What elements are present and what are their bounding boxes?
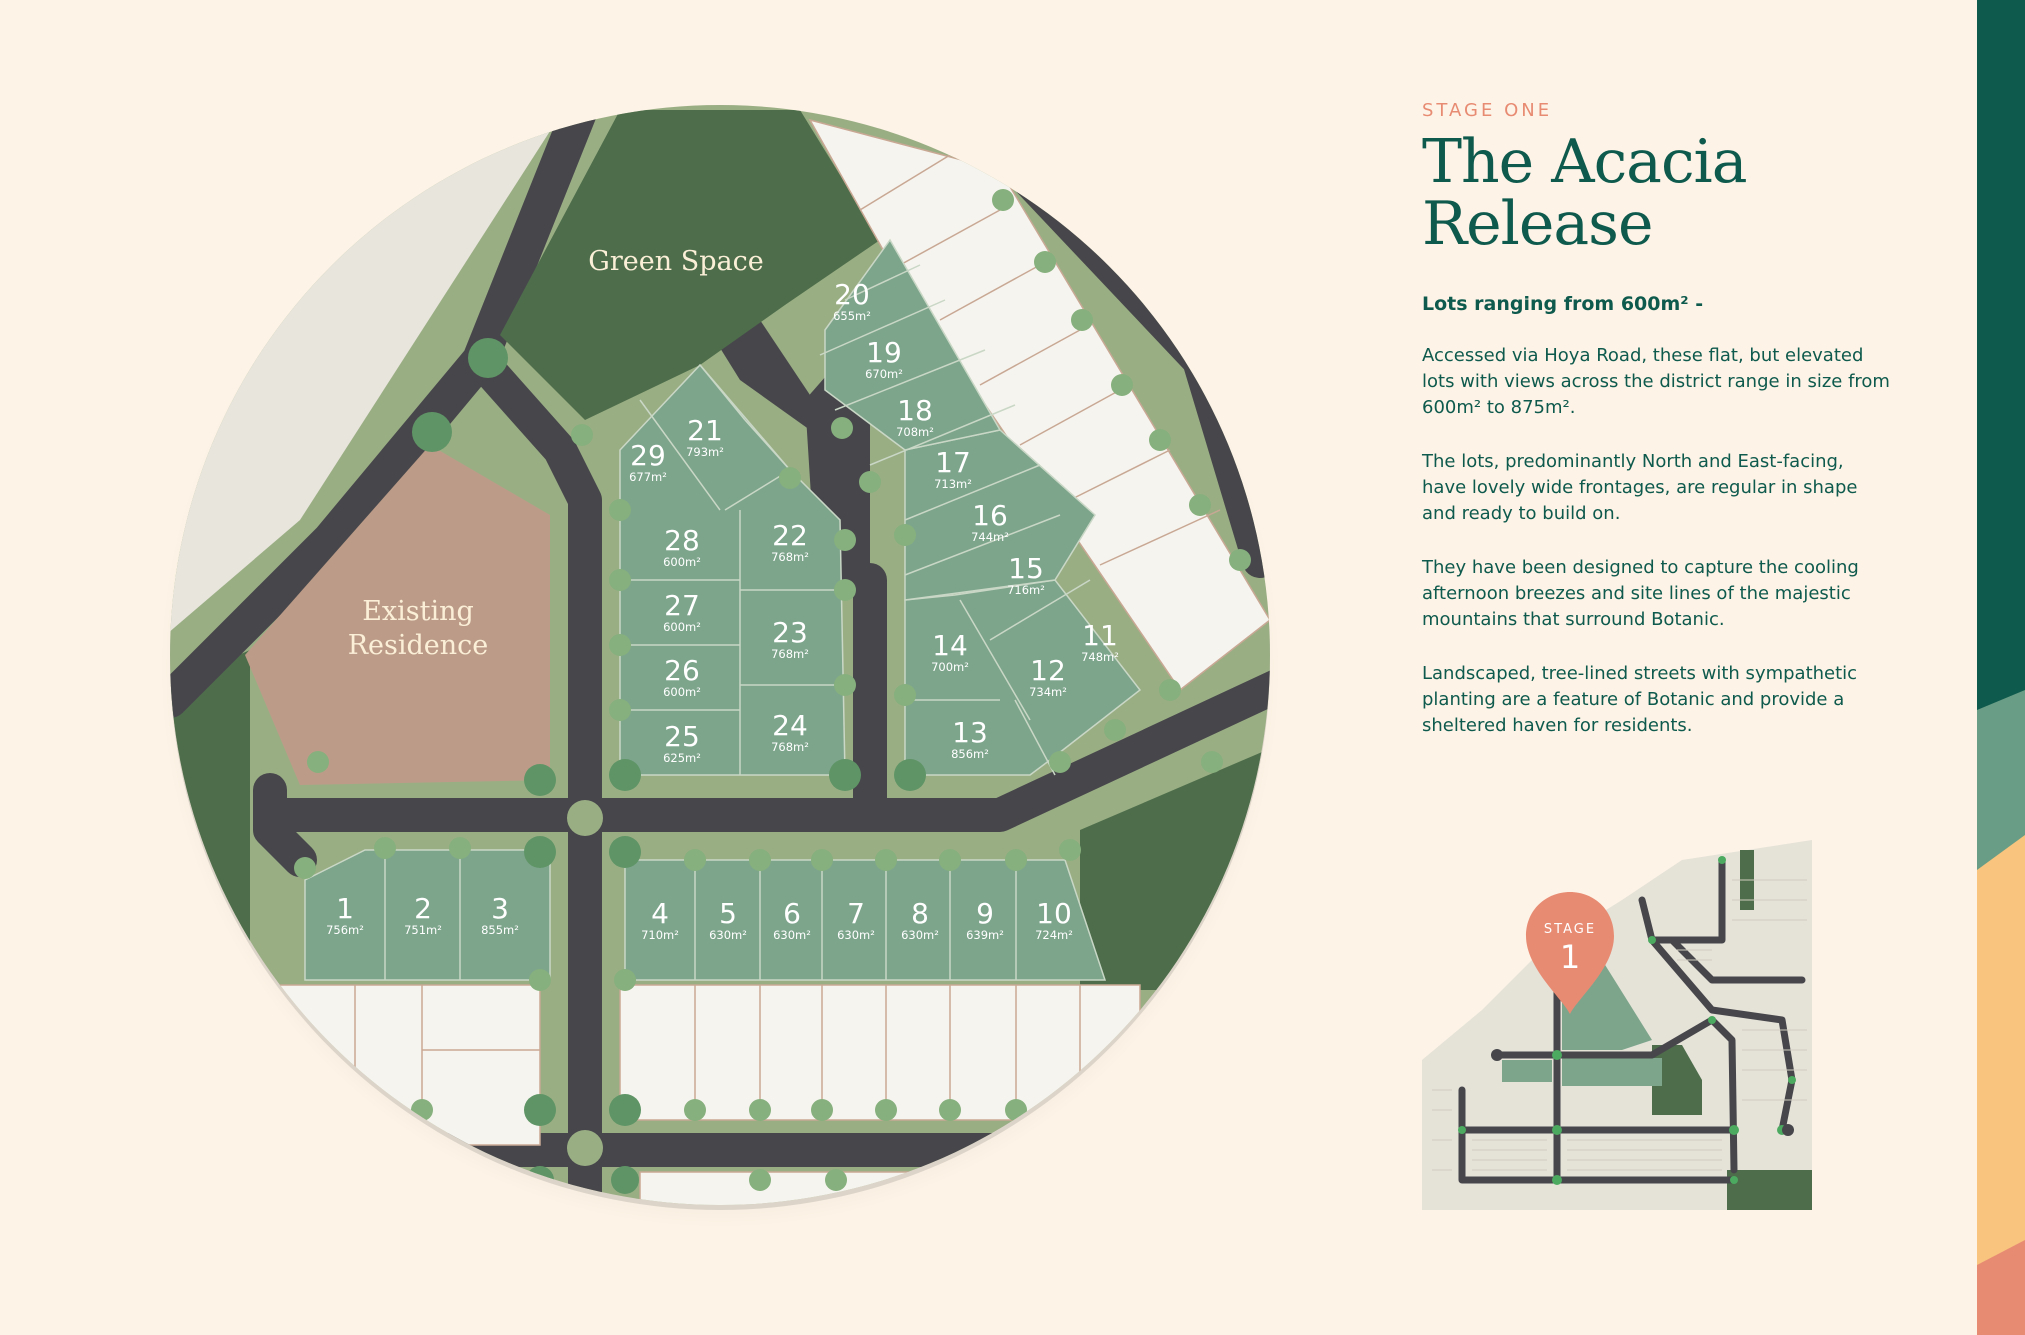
lot-area: 710m² (641, 928, 679, 942)
lot-number[interactable]: 7 (847, 897, 865, 930)
lot-area: 708m² (896, 425, 934, 439)
lot-area: 768m² (771, 550, 809, 564)
lot-area: 756m² (326, 923, 364, 937)
lot-number[interactable]: 1 (336, 892, 354, 925)
lot-number[interactable]: 9 (976, 897, 994, 930)
pin-label: STAGE (1544, 922, 1596, 937)
lot-area: 744m² (971, 530, 1009, 544)
stage-label: STAGE ONE (1422, 100, 1553, 121)
lot-area: 639m² (966, 928, 1004, 942)
lot-lines (384, 264, 1091, 980)
info-panel: STAGE ONE The Acacia Release Lots rangin… (1422, 100, 1892, 739)
lots (304, 238, 1142, 981)
roundabout-south (567, 1130, 603, 1166)
page-title: The Acacia Release (1422, 131, 1892, 255)
lot-number[interactable]: 5 (719, 897, 737, 930)
lot-number[interactable]: 28 (664, 524, 700, 557)
lots-range: Lots ranging from 600m² - (1422, 293, 1704, 315)
lot-number[interactable]: 10 (1036, 897, 1072, 930)
lot-area: 751m² (404, 923, 442, 937)
pin-number: 1 (1560, 938, 1580, 976)
lot-area: 630m² (837, 928, 875, 942)
lot-number[interactable]: 13 (952, 716, 988, 749)
pin-icon (1526, 892, 1614, 1014)
title-line-2: Release (1422, 189, 1653, 259)
lot-number[interactable]: 24 (772, 709, 808, 742)
lot-labels: 1 756m² 2 751m² 3 855m² 4 710m² 5 630m² … (326, 278, 1119, 942)
cul-de-sac (712, 320, 810, 430)
lot-area: 748m² (1081, 650, 1119, 664)
lot-number[interactable]: 20 (834, 278, 870, 311)
lot-number[interactable]: 6 (783, 897, 801, 930)
map-content: Green Space Existing Residence 1 756m² 2… (170, 105, 1270, 1205)
green-space (500, 110, 880, 420)
decorative-band (1977, 0, 2025, 1335)
lot-area: 630m² (773, 928, 811, 942)
lot-number[interactable]: 29 (630, 439, 666, 472)
lot-number[interactable]: 15 (1008, 552, 1044, 585)
locator-map (1422, 840, 1812, 1210)
lot-number[interactable]: 23 (772, 616, 808, 649)
lot-area: 600m² (663, 685, 701, 699)
title-line-1: The Acacia (1422, 127, 1748, 197)
description-paragraph: The lots, predominantly North and East-f… (1422, 451, 1858, 524)
lot-area: 855m² (481, 923, 519, 937)
lot-area: 713m² (934, 477, 972, 491)
lot-number[interactable]: 3 (491, 892, 509, 925)
lot-area: 600m² (663, 620, 701, 634)
small-trees (294, 189, 1251, 1191)
lot-area: 768m² (771, 740, 809, 754)
site-map-svg: Green Space Existing Residence 1 756m² 2… (170, 105, 1270, 1210)
lot-area: 793m² (686, 445, 724, 459)
description-paragraph: They have been designed to capture the c… (1422, 557, 1859, 630)
lot-number[interactable]: 17 (935, 446, 971, 479)
stage-pin[interactable]: STAGE 1 (1522, 888, 1618, 1016)
lot-area: 700m² (931, 660, 969, 674)
lot-area: 716m² (1007, 583, 1045, 597)
lot-area: 677m² (629, 470, 667, 484)
lot-number[interactable]: 22 (772, 519, 808, 552)
trees (412, 338, 926, 1194)
lot-area: 856m² (951, 747, 989, 761)
lot-area: 625m² (663, 751, 701, 765)
lot-area: 734m² (1029, 685, 1067, 699)
roundabout-north (567, 800, 603, 836)
lot-area: 670m² (865, 367, 903, 381)
lot-number[interactable]: 4 (651, 897, 669, 930)
lot-number[interactable]: 2 (414, 892, 432, 925)
lot-number[interactable]: 27 (664, 589, 700, 622)
lot-number[interactable]: 21 (687, 414, 723, 447)
lot-area: 630m² (901, 928, 939, 942)
description-paragraph: Accessed via Hoya Road, these flat, but … (1422, 345, 1890, 418)
lot-area: 655m² (833, 309, 871, 323)
lot-number[interactable]: 12 (1030, 654, 1066, 687)
lot-number[interactable]: 18 (897, 394, 933, 427)
lot-area: 724m² (1035, 928, 1073, 942)
site-map: Green Space Existing Residence 1 756m² 2… (170, 105, 1270, 1210)
lot-number[interactable]: 8 (911, 897, 929, 930)
lot-area: 600m² (663, 555, 701, 569)
existing-residence-label-2: Residence (348, 630, 489, 661)
lot-number[interactable]: 14 (932, 629, 968, 662)
existing-residence-label-1: Existing (362, 596, 474, 627)
lot-area: 630m² (709, 928, 747, 942)
lot-number[interactable]: 11 (1082, 619, 1118, 652)
lot-number[interactable]: 26 (664, 654, 700, 687)
lot-area: 768m² (771, 647, 809, 661)
lot-number[interactable]: 25 (664, 720, 700, 753)
lot-number[interactable]: 19 (866, 336, 902, 369)
lot-number[interactable]: 16 (972, 499, 1008, 532)
existing-residence (245, 445, 550, 785)
locator-map-svg (1422, 840, 1812, 1210)
description-paragraph: Landscaped, tree-lined streets with symp… (1422, 663, 1858, 736)
green-space-label: Green Space (588, 246, 763, 277)
